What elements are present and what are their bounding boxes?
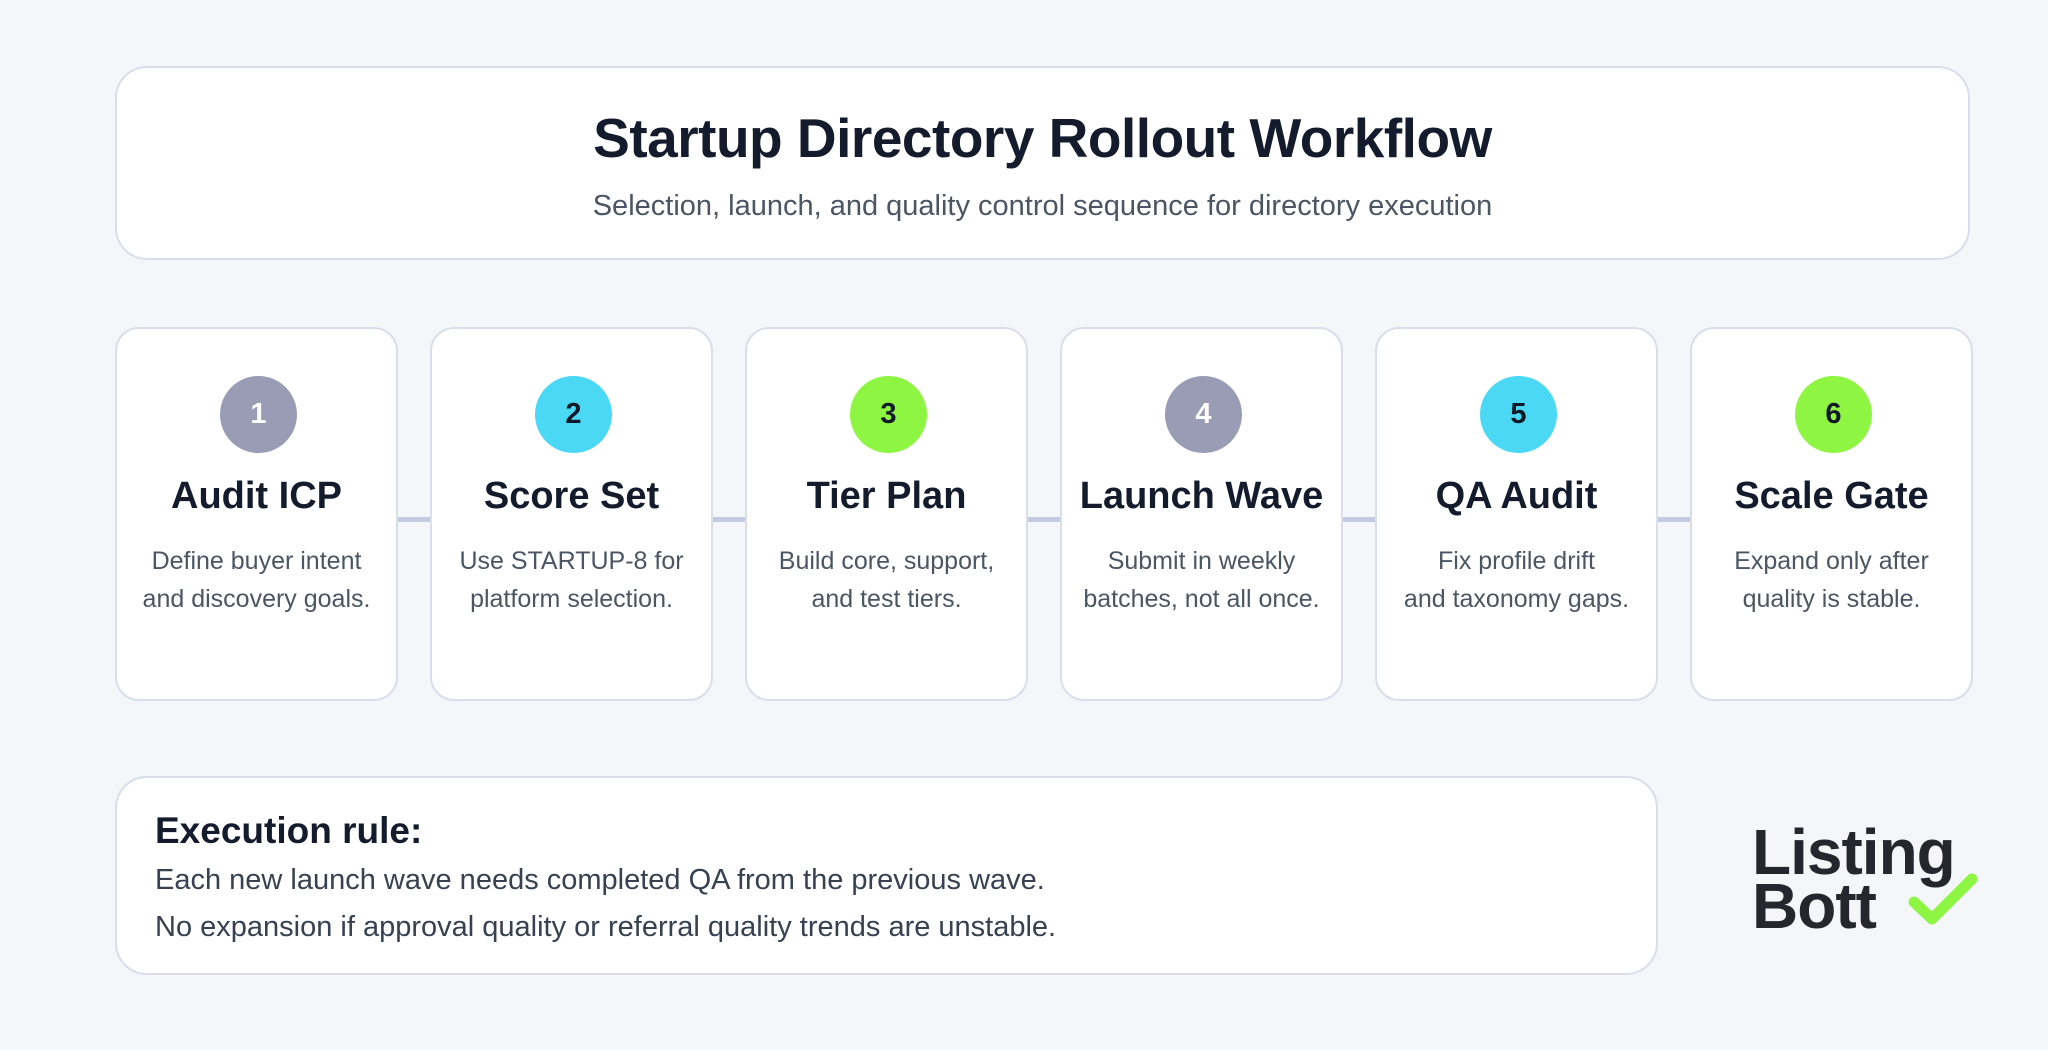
step-title: Tier Plan — [806, 475, 967, 517]
step-title: QA Audit — [1435, 475, 1598, 517]
step-number-badge: 1 — [220, 376, 297, 453]
step-number-badge: 2 — [535, 376, 612, 453]
step-title: Scale Gate — [1734, 475, 1929, 517]
step-number-badge: 4 — [1165, 376, 1242, 453]
page-title: Startup Directory Rollout Workflow — [593, 107, 1492, 169]
listingbott-logo: Listing Bott — [1752, 816, 1982, 938]
header-card: Startup Directory Rollout Workflow Selec… — [115, 66, 1970, 260]
page-subtitle: Selection, launch, and quality control s… — [592, 190, 1493, 222]
step-number-badge: 3 — [850, 376, 927, 453]
execution-rule-heading: Execution rule: — [155, 810, 423, 851]
execution-rule-line: No expansion if approval quality or refe… — [155, 911, 1057, 943]
logo-text-line2: Bott — [1752, 870, 1877, 942]
step-title: Score Set — [483, 475, 660, 517]
logo-text-line1: Listing — [1752, 816, 1956, 888]
step-number-badge: 6 — [1795, 376, 1872, 453]
checkmark-icon — [1908, 873, 1978, 925]
step-title: Launch Wave — [1079, 475, 1324, 517]
step-number-badge: 5 — [1480, 376, 1557, 453]
step-card-tier-plan: 3 Tier Plan Build core, support,and test… — [745, 327, 1028, 701]
step-title: Audit ICP — [171, 475, 342, 517]
execution-rule-card: Execution rule: Each new launch wave nee… — [115, 776, 1658, 975]
execution-rule-line: Each new launch wave needs completed QA … — [155, 864, 1045, 896]
step-description: Build core, support,and test tiers. — [778, 547, 995, 613]
